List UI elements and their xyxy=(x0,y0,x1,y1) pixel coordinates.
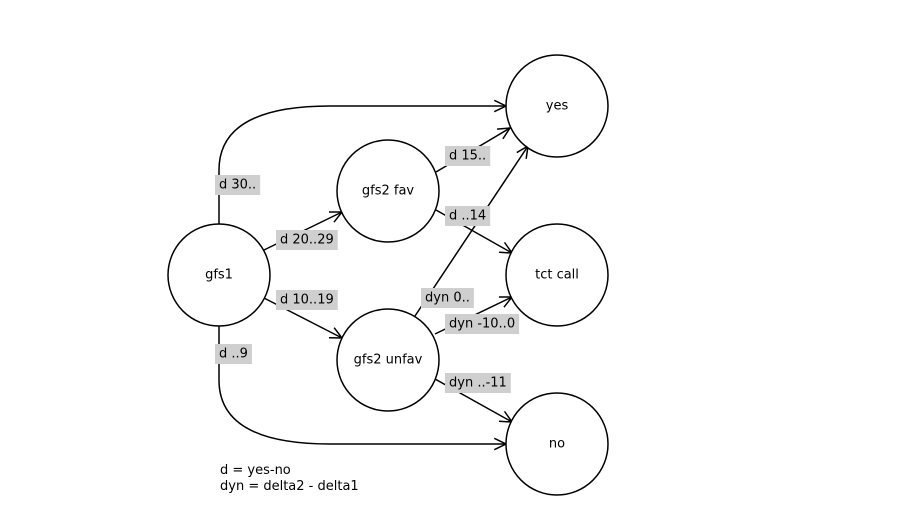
arrowhead-icon xyxy=(496,127,512,140)
edge-label: d ..9 xyxy=(219,347,248,362)
node-circle xyxy=(505,223,609,327)
node-circle xyxy=(336,139,440,243)
node-yes: yes xyxy=(505,54,609,158)
edge-label-background xyxy=(445,146,491,166)
node-label: gfs1 xyxy=(205,268,233,283)
legend-line-d: d = yes-no xyxy=(220,463,291,478)
node-label: gfs2 unfav xyxy=(354,353,423,368)
edge-label-background xyxy=(445,206,491,226)
node-no: no xyxy=(505,392,609,496)
node-label: tct call xyxy=(535,268,579,283)
edge-label: dyn 0.. xyxy=(425,291,470,306)
edge-gfs1-to-no xyxy=(218,326,506,445)
arrowhead-icon xyxy=(498,241,514,254)
edge-label: d ..14 xyxy=(449,209,486,224)
node-circle xyxy=(505,54,609,158)
edge-label-background xyxy=(215,175,261,195)
edge-label: dyn ..-11 xyxy=(449,376,507,391)
edge-gfs1-to-yes xyxy=(218,105,506,224)
node-label: gfs2 fav xyxy=(362,184,415,199)
node-circle xyxy=(167,223,271,327)
node-tct: tct call xyxy=(505,223,609,327)
edge-label-background xyxy=(276,230,338,250)
node-gfs2unfav: gfs2 unfav xyxy=(336,308,440,412)
edge-label-background xyxy=(445,373,511,393)
legend: d = yes-no dyn = delta2 - delta1 xyxy=(220,463,359,495)
node-gfs1: gfs1 xyxy=(167,223,271,327)
legend-line-dyn: dyn = delta2 - delta1 xyxy=(220,479,359,494)
node-label: no xyxy=(549,437,565,452)
edge-gfs2unfav-to-yes xyxy=(414,145,529,317)
edge-label-background xyxy=(445,314,520,334)
node-gfs2fav: gfs2 fav xyxy=(336,139,440,243)
edge-label: d 10..19 xyxy=(280,293,334,308)
node-label: yes xyxy=(546,99,569,114)
node-circle xyxy=(505,392,609,496)
edge-label: d 20..29 xyxy=(280,233,334,248)
edge-label: d 30.. xyxy=(219,178,256,193)
node-circle xyxy=(336,308,440,412)
edge-label: d 15.. xyxy=(449,149,486,164)
edge-label: dyn -10..0 xyxy=(449,317,515,332)
edge-label-background xyxy=(276,290,338,310)
edge-label-background xyxy=(215,344,252,364)
edge-label-background xyxy=(421,288,474,308)
